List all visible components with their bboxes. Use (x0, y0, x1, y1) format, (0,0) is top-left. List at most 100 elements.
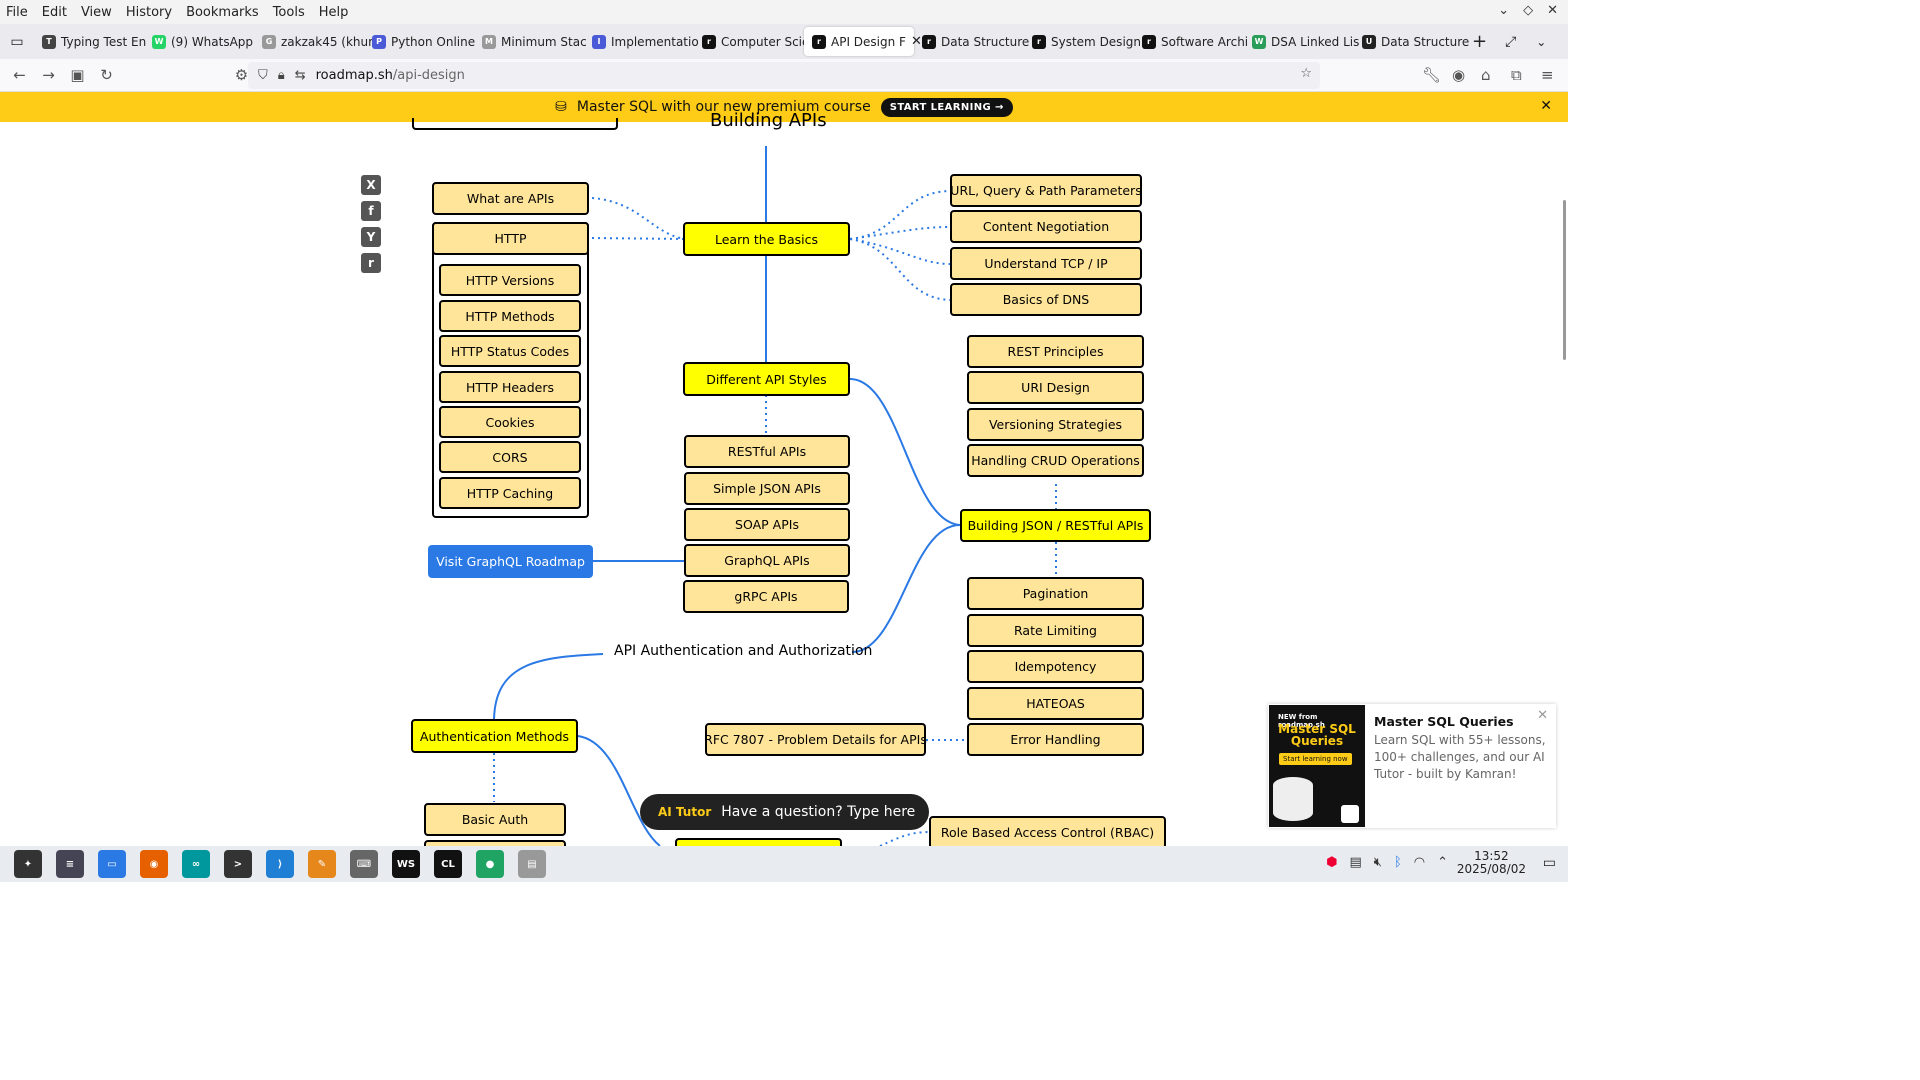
close-window-icon[interactable]: ✕ (1547, 3, 1558, 18)
taskbar-notes-icon[interactable]: ✎ (308, 850, 336, 878)
wrench-icon[interactable]: 🔧︎ (1422, 66, 1442, 84)
node-dns[interactable]: Basics of DNS (950, 283, 1142, 316)
bookmark-star-icon[interactable]: ☆ (1300, 66, 1312, 81)
show-desktop-icon[interactable]: ▭ (1542, 855, 1556, 871)
bluetooth-icon[interactable]: ᛒ (1393, 855, 1402, 870)
node-rfc7807[interactable]: RFC 7807 - Problem Details for APIs (704, 723, 927, 756)
node-soap[interactable]: SOAP APIs (684, 508, 850, 541)
node-rbac[interactable]: Role Based Access Control (RBAC) (929, 816, 1166, 849)
folder-icon[interactable]: ▣ (70, 66, 85, 84)
node-what-are-apis[interactable]: What are APIs (432, 182, 589, 215)
node-api-styles[interactable]: Different API Styles (683, 362, 850, 396)
node-http-caching[interactable]: HTTP Caching (439, 477, 581, 509)
permissions-icon[interactable]: ⇆ (294, 68, 306, 83)
node-pagination[interactable]: Pagination (967, 577, 1144, 610)
share-reddit-icon[interactable]: r (361, 253, 381, 273)
node-restful[interactable]: RESTful APIs (684, 435, 850, 468)
share-facebook-icon[interactable]: f (361, 201, 381, 221)
tray-expand-icon[interactable]: ⌃ (1437, 855, 1448, 870)
node-rest-principles[interactable]: REST Principles (967, 335, 1144, 368)
node-tcp-ip[interactable]: Understand TCP / IP (950, 247, 1142, 280)
tab-1[interactable]: W(9) WhatsApp (144, 27, 254, 56)
node-versioning[interactable]: Versioning Strategies (967, 408, 1144, 441)
node-uri-design[interactable]: URI Design (967, 371, 1144, 404)
gear-icon[interactable]: ⚙ (234, 66, 249, 84)
tab-list-icon[interactable]: ⌄ (1536, 34, 1547, 49)
taskbar-launcher-icon[interactable]: ✦ (14, 850, 42, 878)
node-crud[interactable]: Handling CRUD Operations (967, 444, 1144, 477)
node-grpc[interactable]: gRPC APIs (683, 580, 849, 613)
visit-graphql-roadmap-button[interactable]: Visit GraphQL Roadmap (428, 545, 593, 578)
menu-history[interactable]: History (125, 4, 173, 20)
shield-icon[interactable]: ⛉ (258, 68, 268, 83)
menu-view[interactable]: View (80, 4, 112, 20)
clipboard-icon[interactable]: ▤ (1349, 855, 1362, 870)
node-http-headers[interactable]: HTTP Headers (439, 371, 581, 403)
taskbar-keyboard-icon[interactable]: ⌨ (350, 850, 378, 878)
start-learning-button[interactable]: START LEARNING → (880, 97, 1013, 117)
node-error-handling[interactable]: Error Handling (967, 723, 1144, 756)
expand-icon[interactable]: ⤢ (1505, 33, 1517, 50)
minimize-icon[interactable]: ⌄ (1498, 3, 1510, 18)
node-http-methods[interactable]: HTTP Methods (439, 300, 581, 332)
node-basic-auth[interactable]: Basic Auth (424, 803, 566, 836)
reload-icon[interactable]: ↻ (100, 66, 113, 84)
taskbar-firefox-icon[interactable]: ◉ (140, 850, 168, 878)
promo-card[interactable]: NEW from roadmap.sh Master SQL Queries S… (1268, 704, 1556, 828)
ai-tutor-input[interactable]: AI Tutor Have a question? Type here (640, 794, 929, 830)
taskbar-terminal-icon[interactable]: > (224, 850, 252, 878)
share-hackernews-icon[interactable]: Y (361, 227, 381, 247)
hamburger-menu-icon[interactable]: ≡ (1541, 66, 1554, 84)
new-tab-icon[interactable]: + (1472, 31, 1488, 52)
node-http[interactable]: HTTP (432, 222, 589, 255)
maximize-icon[interactable]: ◇ (1523, 3, 1534, 18)
menu-help[interactable]: Help (318, 4, 349, 20)
volume-muted-icon[interactable]: 🔇︎ (1373, 855, 1382, 870)
share-x-icon[interactable]: X (361, 175, 381, 195)
node-building-json[interactable]: Building JSON / RESTful APIs (960, 509, 1151, 542)
node-graphql[interactable]: GraphQL APIs (684, 544, 850, 577)
node-rate-limiting[interactable]: Rate Limiting (967, 614, 1144, 647)
wifi-icon[interactable]: ◠ (1413, 855, 1426, 870)
menu-tools[interactable]: Tools (272, 4, 305, 20)
menu-edit[interactable]: Edit (41, 4, 67, 20)
node-hateoas[interactable]: HATEOAS (967, 687, 1144, 720)
taskbar-files-icon[interactable]: ▭ (98, 850, 126, 878)
taskbar-chrome-icon[interactable]: ● (476, 850, 504, 878)
taskbar-arduino-icon[interactable]: ∞ (182, 850, 210, 878)
node-auth-methods[interactable]: Authentication Methods (411, 719, 578, 753)
taskbar-settings-icon[interactable]: ≡ (56, 850, 84, 878)
menu-file[interactable]: File (6, 4, 28, 20)
back-icon[interactable]: ← (13, 66, 26, 84)
taskbar-clion-icon[interactable]: CL (434, 850, 462, 878)
forward-icon[interactable]: → (42, 66, 55, 84)
close-promo-icon[interactable]: ✕ (1537, 708, 1548, 723)
node-http-status-codes[interactable]: HTTP Status Codes (439, 335, 581, 367)
tray-app-icon[interactable]: ⬢ (1326, 855, 1338, 870)
extensions-icon[interactable]: ⧉ (1511, 66, 1522, 84)
account-icon[interactable]: ◉ (1452, 66, 1466, 84)
page-scrollbar[interactable] (1563, 200, 1566, 360)
node-http-versions[interactable]: HTTP Versions (439, 264, 581, 296)
node-cors[interactable]: CORS (439, 441, 581, 473)
close-tab-icon[interactable]: ✕ (910, 34, 922, 49)
clock[interactable]: 13:52 2025/08/02 (1457, 850, 1526, 876)
url-bar[interactable]: ⛉ 🔒︎ ⇆ roadmap.sh/api-design ☆ (248, 62, 1320, 89)
taskbar-webstorm-icon[interactable]: WS (392, 850, 420, 878)
node-idempotency[interactable]: Idempotency (967, 650, 1144, 683)
taskbar-vscode-icon[interactable]: ⟩ (266, 850, 294, 878)
home-icon[interactable]: ⌂ (1481, 66, 1491, 84)
menu-bookmarks[interactable]: Bookmarks (186, 4, 259, 20)
node-learn-basics[interactable]: Learn the Basics (683, 222, 850, 256)
